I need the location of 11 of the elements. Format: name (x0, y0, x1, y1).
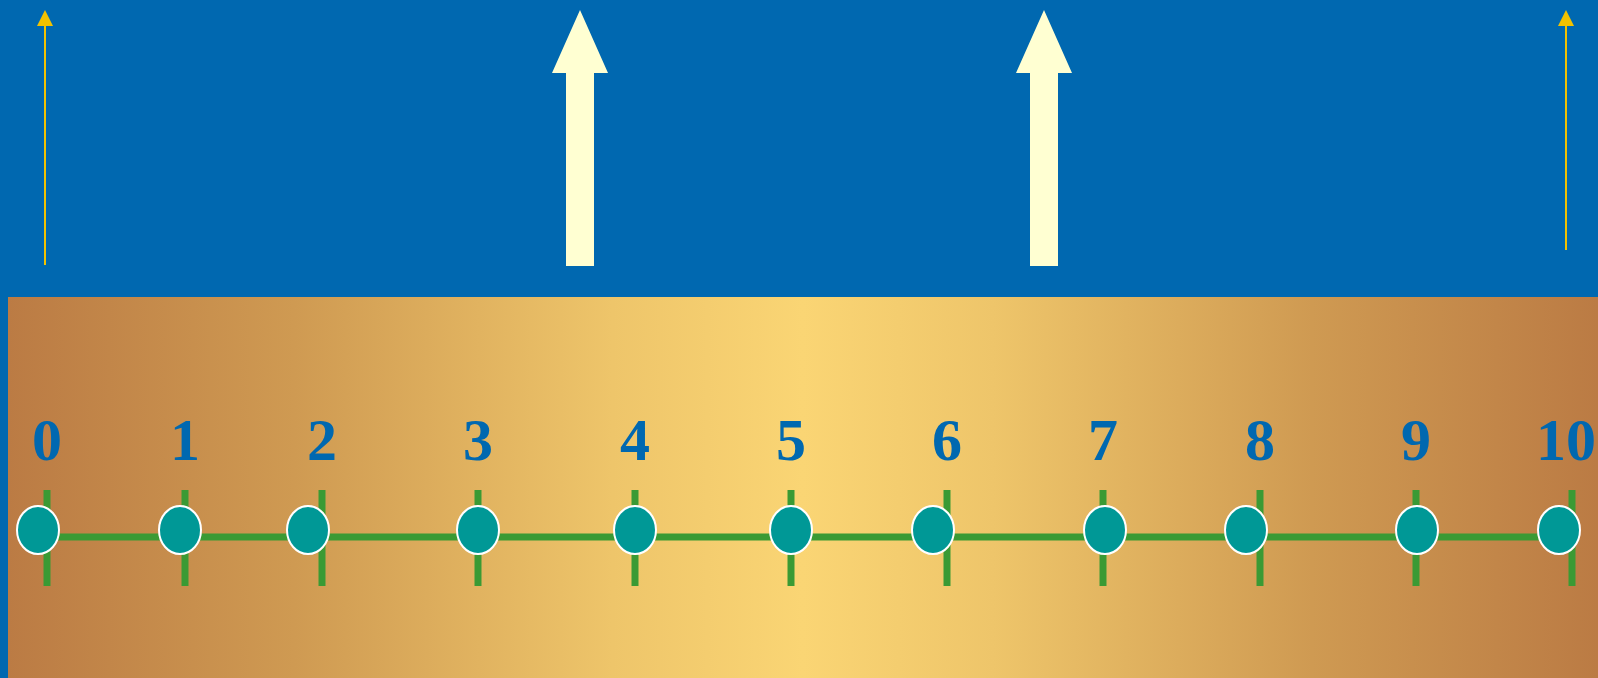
number-label: 1 (170, 410, 200, 470)
number-label: 3 (463, 410, 493, 470)
number-label: 10 (1536, 410, 1596, 470)
number-label: 9 (1401, 410, 1431, 470)
number-label: 7 (1088, 410, 1118, 470)
number-label: 6 (932, 410, 962, 470)
number-label: 5 (776, 410, 806, 470)
number-label: 0 (32, 410, 62, 470)
number-label: 4 (620, 410, 650, 470)
number-label: 2 (307, 410, 337, 470)
number-label: 8 (1245, 410, 1275, 470)
